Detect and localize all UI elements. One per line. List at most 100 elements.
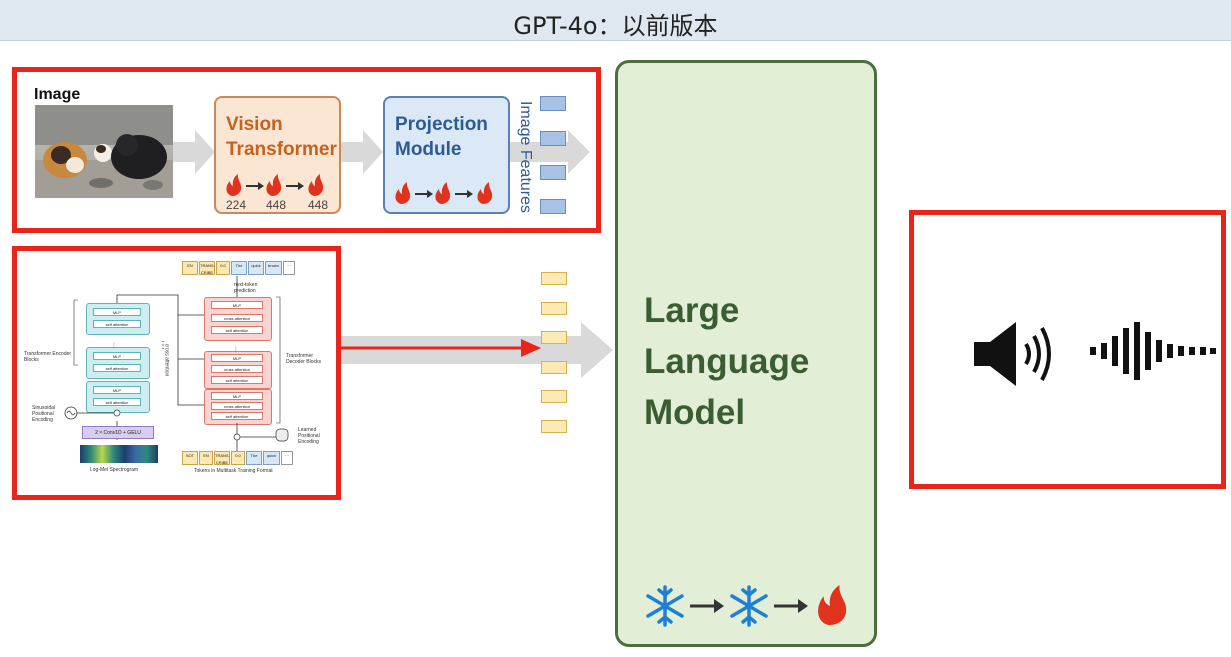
learned-encoding-label: Learned Positional Encoding [298,427,320,445]
mlp-layer: MLP [211,354,263,362]
audio-feature-token [541,302,567,315]
arrow-photo-to-vit [173,130,215,174]
image-label: Image [34,86,81,103]
next-token-label: next-token prediction [234,282,258,294]
snowflake-icon [730,585,768,627]
fire-icon [477,182,493,204]
cross-attention-layer: cross attention [211,402,263,410]
encoder-blocks-label: Transformer Encoder Blocks [24,351,72,363]
image-feature-token [540,131,566,146]
svg-text:⋮: ⋮ [111,342,117,349]
self-attention-layer: self attention [93,320,141,328]
image-feature-token [540,165,566,180]
audio-feature-token [541,361,567,374]
spectrogram-label: Log-Mel Spectrogram [90,467,139,473]
svg-text:⋮: ⋮ [158,340,168,351]
image-encoder-frame [12,67,601,233]
spectrogram-image [80,445,158,463]
conv-gelu-block: 2 × Conv1D + GELU [82,426,154,439]
whisper-diagram: EN TRANS-CRIBE 0.0 The quick brown ··· n… [18,255,336,495]
token: EN [182,261,198,275]
token: SOT [182,451,198,465]
vit-res-3: 448 [308,198,329,212]
fire-icon [226,174,242,196]
mlp-layer: MLP [93,308,141,316]
positional-encoding-label: Sinusoidal Positional Encoding [32,405,56,423]
encoder-block: MLP self attention [86,303,150,335]
fire-icon [395,182,411,204]
audio-feature-token [541,331,567,344]
llm-line2: Language [644,342,810,381]
decoder-block: MLP cross attention self attention [204,351,272,389]
fire-icon [266,174,282,196]
cats-photo [35,105,173,198]
pm-train-chain [395,182,493,204]
vision-transformer-box: Vision Transformer 224 448 448 [214,96,341,214]
token: ··· [281,451,293,465]
arrow-vit-to-projection [341,130,383,174]
token: TRANS-CRIBE [199,261,215,275]
self-attention-layer: self attention [93,398,141,406]
vision-transformer-title: Vision Transformer [226,112,337,162]
svg-text:⋮: ⋮ [233,346,239,353]
vit-res-2: 448 [266,198,287,212]
self-attention-layer: self attention [211,412,263,420]
speaker-icon [974,322,1051,386]
encoder-block: MLP self attention [86,347,150,379]
encoder-stack: MLP self attention MLP self attention ML… [86,303,150,421]
self-attention-layer: self attention [211,376,263,384]
snowflake-icon [646,585,684,627]
token: quick [263,451,280,465]
llm-line3: Model [644,393,746,432]
token: 0.0 [231,451,245,465]
title-bar: GPT-4o：以前版本 [0,0,1231,41]
arrow-projection-to-features [510,130,590,174]
projection-module-title: Projection Module [395,112,488,162]
token: quick [248,261,264,275]
llm-title: Large Language Model [644,285,809,438]
large-language-model-box: Large Language Model [615,60,877,647]
mlp-layer: MLP [93,352,141,360]
pm-line2: Module [395,139,462,160]
whisper-connections: ⋮ ⋮ ⋮ [64,276,289,451]
vit-line1: Vision [226,114,283,135]
token: 0.0 [216,261,230,275]
image-feature-token [540,199,566,214]
cross-attention-layer: cross attention [211,314,263,322]
projection-module-box: Projection Module [383,96,510,214]
decoder-block: MLP cross attention self attention [204,389,272,425]
waveform-icon [1090,322,1216,380]
vit-train-chain [226,174,324,196]
llm-line1: Large [644,291,740,330]
vit-line2: Transformer [226,139,337,160]
audio-feature-token [541,420,567,433]
decoder-blocks-label: Transformer Decoder Blocks [286,353,322,365]
token: brown [265,261,282,275]
audio-encoder-frame [12,246,341,500]
decoder-stack: MLP cross attention self attention MLP c… [204,297,272,425]
audio-feature-token [541,272,567,285]
token: The [246,451,262,465]
vit-res-1: 224 [226,198,247,212]
llm-train-chain [646,585,847,627]
fire-icon [818,585,847,625]
page-title: GPT-4o：以前版本 [513,12,718,40]
audio-output-frame [909,210,1226,489]
tokens-format-label: Tokens in Multitask Training Format [194,468,273,474]
image-feature-token [540,96,566,111]
fire-icon [308,174,324,196]
self-attention-layer: self attention [211,326,263,334]
arrow-audio-to-tokens [341,322,613,378]
token: EN [199,451,213,465]
token: ··· [283,261,295,275]
fire-icon [435,182,451,204]
pm-line1: Projection [395,114,488,135]
mlp-layer: MLP [211,392,263,400]
image-features-label: Image Features [517,100,534,214]
audio-feature-token [541,390,567,403]
token: The [231,261,247,275]
mlp-layer: MLP [211,301,263,309]
mlp-layer: MLP [93,386,141,394]
cross-attention-layer: cross attention [211,365,263,373]
encoder-block: MLP self attention [86,381,150,413]
